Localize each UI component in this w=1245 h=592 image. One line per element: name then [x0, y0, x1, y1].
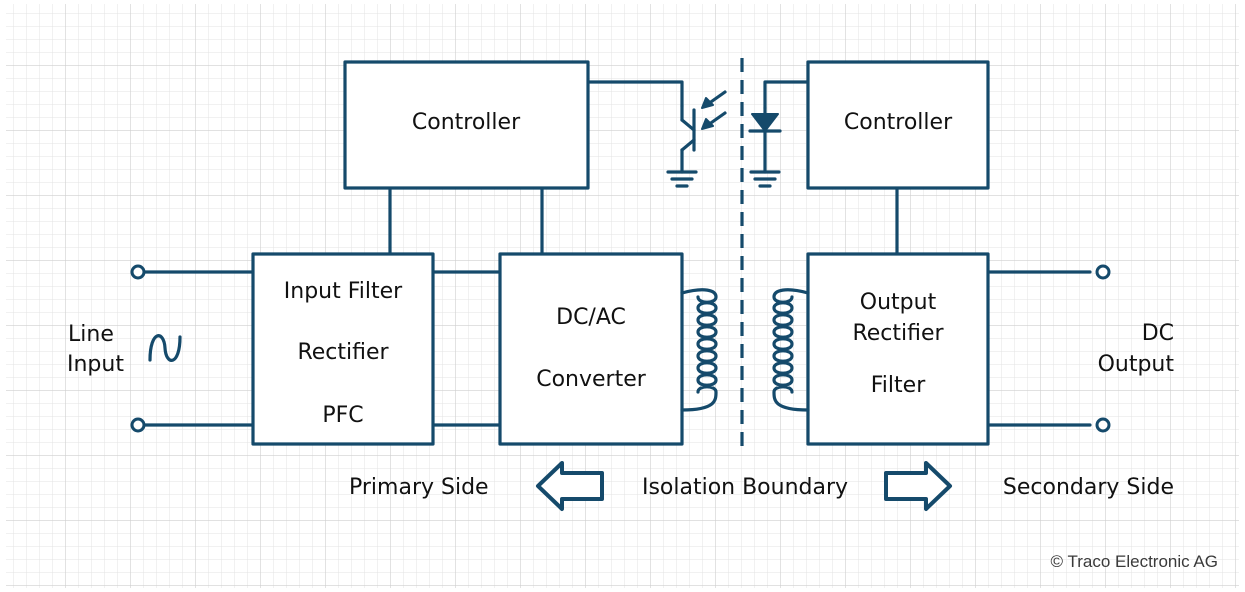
dc-ac-label: DC/AC [556, 305, 626, 330]
dc-output-terminal-bottom [1095, 417, 1111, 433]
input-label: Input [67, 352, 124, 377]
line-input-terminal-bottom [130, 417, 146, 433]
copyright-label: © Traco Electronic AG [1051, 552, 1218, 571]
output-filter-label: Filter [871, 373, 926, 398]
output-label: Output [860, 290, 937, 315]
dc-ac-converter-block [498, 252, 684, 446]
input-filter-block [251, 252, 435, 446]
arrow-right-icon [884, 461, 952, 511]
line-input-terminal-top [130, 264, 146, 280]
isolation-boundary-label: Isolation Boundary [642, 475, 848, 500]
ac-sine-icon [148, 334, 182, 362]
primary-controller-block [343, 60, 590, 190]
secondary-controller-block [806, 60, 990, 190]
primary-controller-label: Controller [412, 110, 521, 135]
output-terminal-label: Output [1098, 352, 1175, 377]
secondary-controller-label: Controller [844, 110, 953, 135]
arrow-left-icon [536, 461, 604, 511]
input-filter-label: Input Filter [284, 279, 403, 304]
pfc-label: PFC [322, 403, 363, 428]
secondary-side-label: Secondary Side [1003, 475, 1174, 500]
converter-label: Converter [536, 367, 647, 392]
primary-side-label: Primary Side [349, 475, 489, 500]
optocoupler-icon [680, 90, 782, 174]
dc-output-terminal-top [1095, 264, 1111, 280]
transformer-icon [680, 288, 810, 412]
ground-icon [666, 170, 698, 188]
output-rectifier-block [806, 252, 990, 446]
output-rectifier-label: Rectifier [852, 321, 944, 346]
wiring [143, 80, 1092, 427]
dc-label: DC [1142, 321, 1174, 346]
rectifier-label: Rectifier [297, 340, 389, 365]
line-label: Line [68, 322, 114, 347]
ground-icon [749, 170, 781, 188]
